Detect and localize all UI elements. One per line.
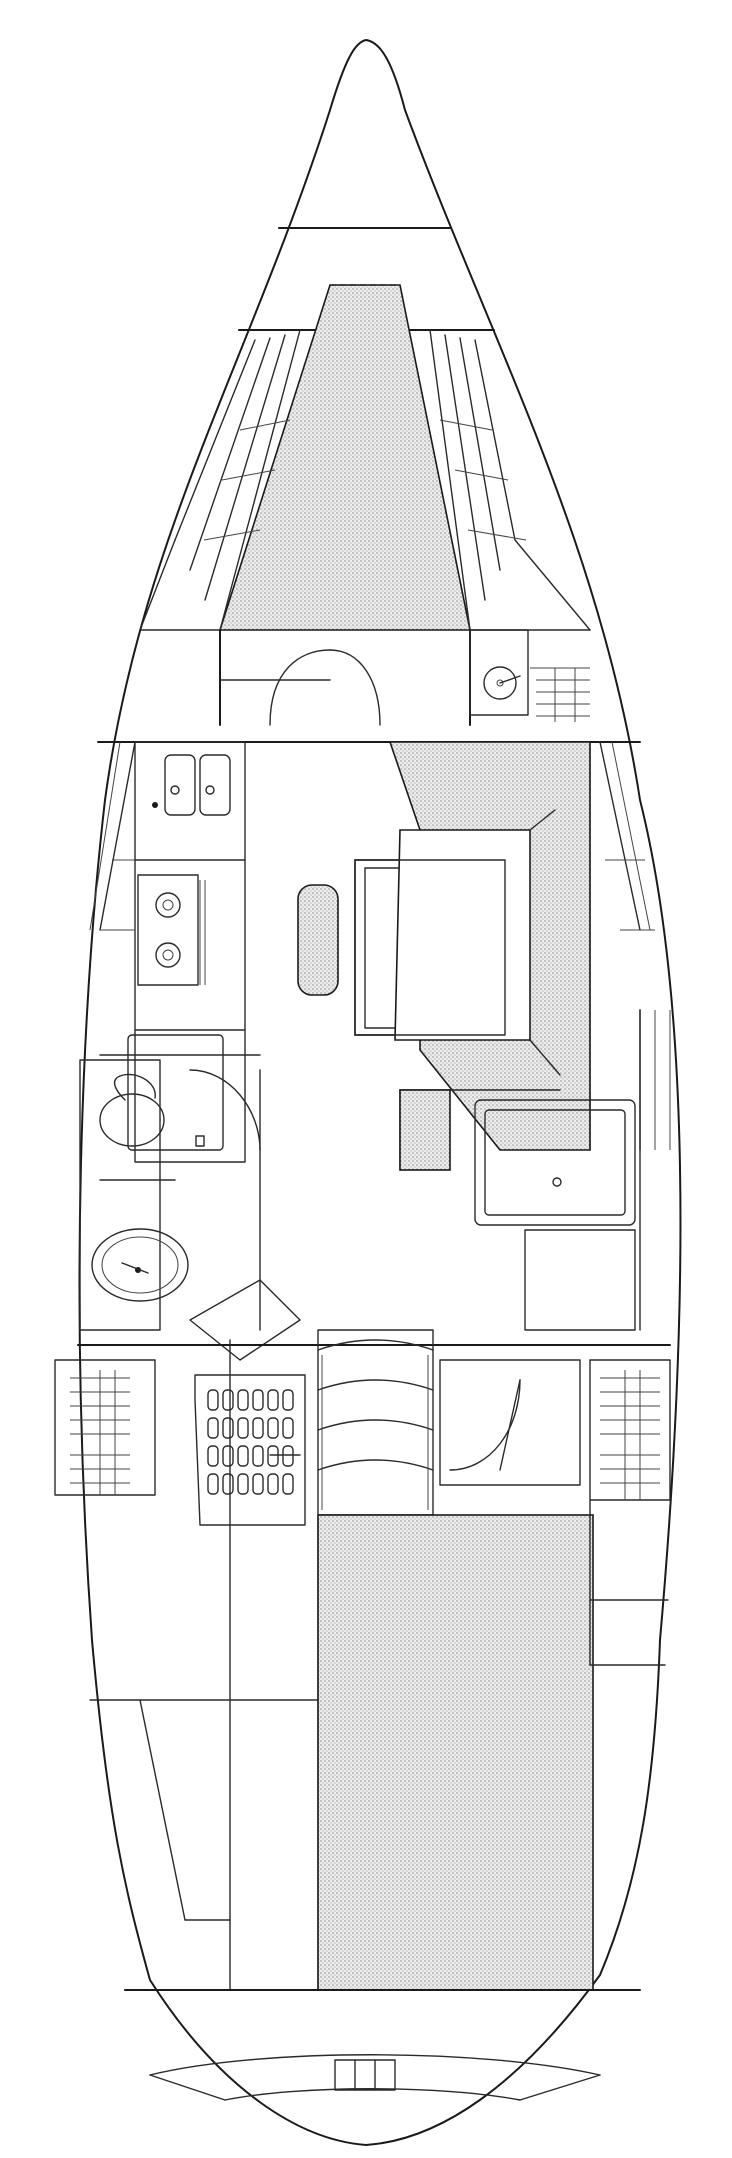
forward-cabin-shelves-port xyxy=(139,329,301,631)
aft-locker-starboard xyxy=(589,1359,671,1501)
aft-cabin-frame xyxy=(89,1339,669,1991)
forward-cabin-floor xyxy=(219,629,471,726)
aft-cabin-door xyxy=(439,1359,581,1486)
head-door-arc xyxy=(189,1069,261,1151)
galley-cooler xyxy=(127,1034,224,1151)
sink-icon xyxy=(152,754,231,816)
sink-icon xyxy=(91,1228,189,1302)
sink-icon xyxy=(483,666,521,700)
forward-cabin-shelves-starboard xyxy=(429,329,591,631)
aft-locker-port xyxy=(54,1359,156,1496)
nav-station xyxy=(474,1009,641,1331)
hatch-grate-icon xyxy=(194,1374,306,1526)
hull-outline xyxy=(78,39,682,2146)
toilet-icon xyxy=(99,1073,165,1147)
forward-sink-unit xyxy=(469,629,590,722)
starboard-hull-shelves xyxy=(599,741,671,1151)
galley xyxy=(127,741,246,1163)
forepeak xyxy=(218,227,495,631)
port-hull-shelves xyxy=(89,741,136,931)
v-berth-cushion xyxy=(218,284,471,631)
locker-shelves-fwd xyxy=(530,667,590,722)
head xyxy=(79,1054,301,1361)
saloon-stool xyxy=(297,884,339,996)
companionway-steps-icon xyxy=(317,1329,434,1516)
stove-icon xyxy=(137,874,206,986)
transom xyxy=(124,1989,641,2101)
saloon xyxy=(297,741,591,1171)
aft-berth xyxy=(317,1514,594,1991)
